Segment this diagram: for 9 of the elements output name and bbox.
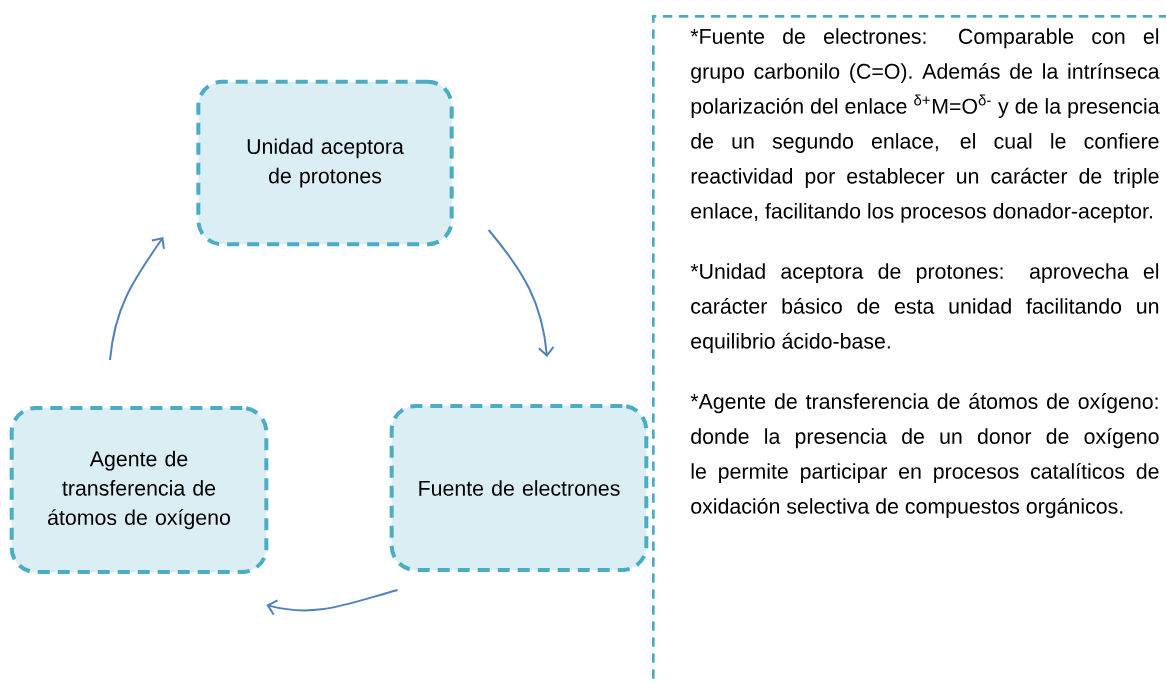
- paragraph: *Fuente de electrones: Comparable con el grupo carbonilo (C=O). Además de la intrínseca polarización del enlace $^{δ+}$M=O$^{δ-}$ y de la presencia de un segundo enlace, el cual le confiere reactividad por establecer un carácter de triple enlace, facilitando los procesos donador-aceptor.: [690, 28, 1160, 223]
- process-box: Agente de transferencia de átomos de oxígeno: [9, 406, 269, 574]
- arrow: [109, 237, 165, 361]
- paragraph: *Agente de transferencia de átomos de oxígeno: donde la presencia de un donor de oxígeno le permite participar en procesos catalíticos de oxidación selectiva de compuestos orgánicos.: [690, 393, 1159, 519]
- process-box: Unidad aceptora de protones: [196, 79, 454, 247]
- arrow: [266, 589, 399, 616]
- arrow: [487, 229, 555, 357]
- paragraph: *Unidad aceptora de protones: aprovecha el carácter básico de esta unidad facilitando un equilibrio ácido-base.: [690, 263, 1159, 353]
- process-box: Fuente de electrones: [389, 404, 649, 572]
